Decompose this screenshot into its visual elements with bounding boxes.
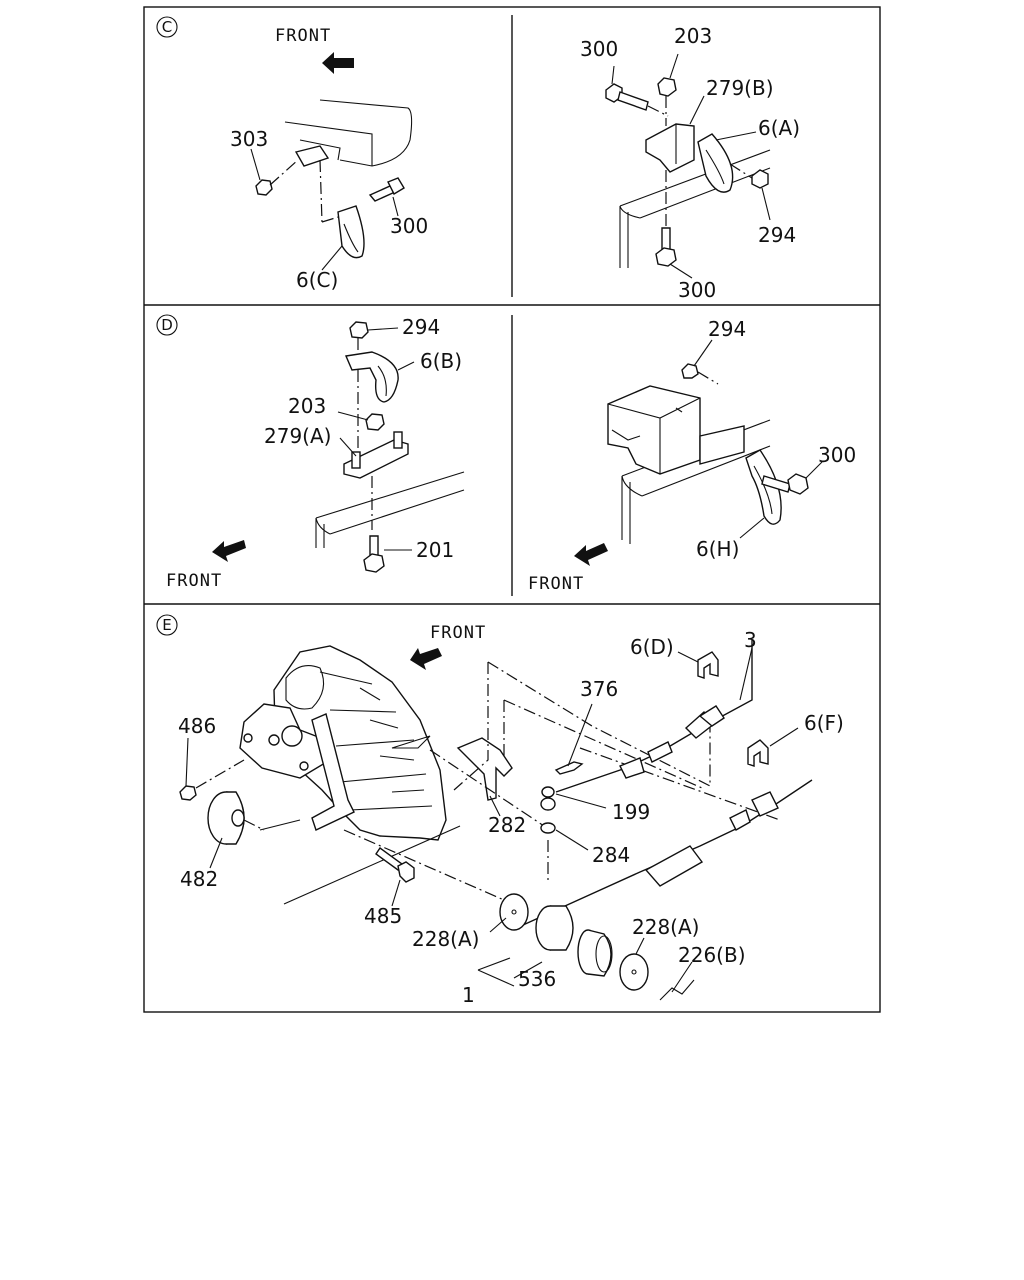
callout-282: 282 (488, 813, 526, 837)
callout-226b: 226(B) (678, 943, 746, 967)
section-marker (156, 16, 178, 38)
bolt-300-top (617, 91, 649, 111)
callout-199: 199 (612, 800, 650, 824)
callout-294: 294 (758, 223, 796, 247)
front-arrow-icon (322, 52, 354, 74)
nut-203 (657, 77, 677, 97)
callout-294: 294 (708, 317, 746, 341)
callout-300: 300 (390, 214, 428, 238)
box-bracket (607, 385, 701, 475)
nut-294 (349, 321, 369, 339)
nut-303 (255, 179, 273, 196)
bracket-279b (645, 123, 695, 173)
callout-228a-right: 228(A) (632, 915, 699, 939)
callout-284: 284 (592, 843, 630, 867)
callout-203: 203 (674, 24, 712, 48)
front-label: FRONT (528, 574, 584, 594)
section-letter: C (162, 18, 172, 36)
front-label: FRONT (275, 26, 331, 46)
panel-e: E FRONT (156, 614, 844, 1007)
callout-203: 203 (288, 394, 326, 418)
section-letter: E (162, 616, 171, 634)
panel-d-right: FRONT 294 300 6(H) (528, 317, 856, 594)
callout-376: 376 (580, 677, 618, 701)
front-label: FRONT (430, 623, 486, 643)
clamp-6a (697, 133, 734, 193)
mounting-bracket (311, 713, 355, 831)
callout-3: 3 (744, 628, 757, 652)
callout-300: 300 (678, 278, 716, 302)
front-arrow-icon (574, 543, 608, 566)
washer-199 (541, 786, 555, 798)
callout-486: 486 (178, 714, 216, 738)
nut-294 (751, 169, 769, 189)
clamp-6c (337, 205, 365, 259)
callout-6c: 6(C) (296, 268, 338, 292)
front-arrow-icon (212, 540, 246, 562)
callout-300: 300 (580, 37, 618, 61)
front-label: FRONT (166, 571, 222, 591)
callout-6h: 6(H) (696, 537, 739, 561)
panel-c: C FRONT 303 300 6(C) (156, 16, 428, 292)
diagram-frame (143, 6, 881, 1013)
callout-6a: 6(A) (758, 116, 800, 140)
clevis-282 (456, 737, 513, 801)
washer-228a (499, 893, 529, 931)
clip-6d (697, 651, 719, 679)
panel-c-right: 300 203 279(B) 6(A) 294 300 (580, 24, 800, 302)
callout-201: 201 (416, 538, 454, 562)
front-arrow-icon (410, 648, 442, 670)
panel-d: D FRONT 294 6(B) 203 279(A) 201 (156, 314, 465, 591)
clip-226b (659, 979, 695, 1001)
callout-482: 482 (180, 867, 218, 891)
callout-300: 300 (818, 443, 856, 467)
callout-485: 485 (364, 904, 402, 928)
cable-lower (644, 845, 704, 887)
clamp-6h (745, 449, 782, 525)
bolt-485 (375, 847, 403, 871)
section-marker (156, 614, 178, 636)
section-marker (156, 314, 178, 336)
pin-376 (554, 761, 584, 775)
washer-284 (540, 822, 556, 834)
clip-6f (747, 739, 769, 767)
callout-228a: 228(A) (412, 927, 479, 951)
callout-303: 303 (230, 127, 268, 151)
callout-6f: 6(F) (804, 711, 844, 735)
callout-536: 536 (518, 967, 556, 991)
clamp-6b (345, 351, 399, 403)
nut-486 (179, 785, 197, 801)
section-letter: D (161, 316, 173, 334)
callout-294: 294 (402, 315, 440, 339)
nut-294 (681, 363, 699, 379)
washer-228a-right (619, 953, 649, 991)
callout-279b: 279(B) (706, 76, 774, 100)
nut-203 (365, 413, 385, 431)
callout-1: 1 (462, 983, 475, 1007)
callout-6b: 6(B) (420, 349, 462, 373)
callout-279a: 279(A) (264, 424, 331, 448)
bolt-300 (761, 475, 791, 493)
cable-3 (619, 757, 645, 779)
callout-6d: 6(D) (630, 635, 674, 659)
